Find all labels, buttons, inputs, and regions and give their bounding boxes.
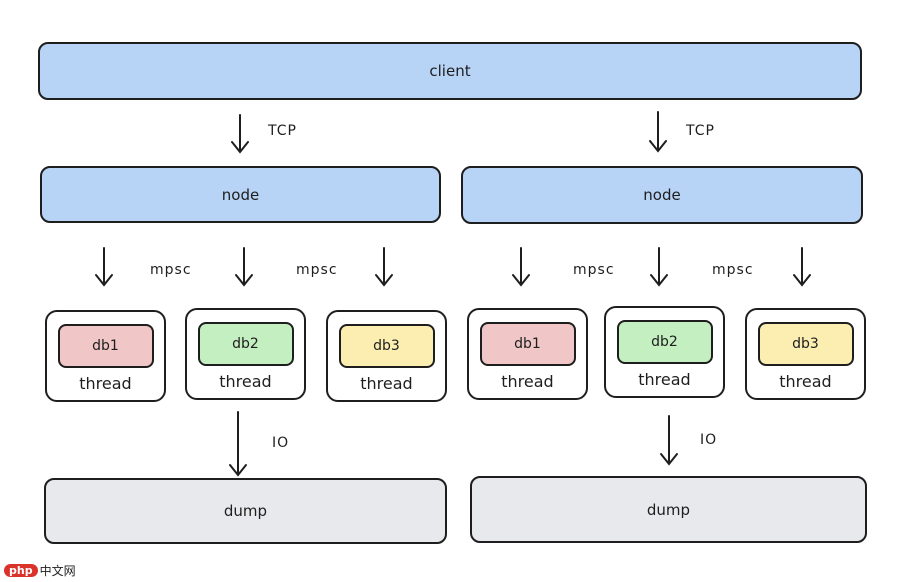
thread-label: thread: [779, 372, 832, 391]
db-label: db3: [792, 336, 819, 352]
thread-box-c2-3: db3 thread: [745, 308, 866, 400]
mpsc-arrow-c1-1: [95, 247, 113, 287]
mpsc-arrow-c2-3: [793, 247, 811, 287]
dump-box-left: dump: [44, 478, 447, 544]
tcp-arrow-right: [649, 111, 667, 153]
thread-box-c2-1: db1 thread: [467, 308, 588, 400]
dump-label-left: dump: [223, 502, 268, 520]
tcp-arrow-left: [231, 114, 249, 154]
site-name: 中文网: [39, 564, 76, 578]
thread-label: thread: [79, 374, 132, 393]
io-arrow-left: [229, 411, 247, 477]
db-label: db1: [92, 338, 119, 354]
db-box-c2-2: db2: [616, 320, 713, 364]
db-label: db1: [514, 336, 541, 352]
io-label-left: IO: [272, 435, 290, 451]
db-label: db3: [373, 338, 400, 354]
php-logo: php: [4, 564, 38, 577]
thread-label: thread: [638, 370, 691, 389]
node-box-right: node: [461, 166, 863, 224]
mpsc-label-c2-b: mpsc: [712, 262, 754, 278]
thread-label: thread: [360, 374, 413, 393]
mpsc-label-c2-a: mpsc: [573, 262, 615, 278]
mpsc-arrow-c1-2: [235, 247, 253, 287]
dump-box-right: dump: [470, 476, 867, 543]
db-label: db2: [232, 336, 259, 352]
tcp-label-left: TCP: [268, 123, 297, 139]
db-box-c2-1: db1: [479, 322, 576, 366]
thread-box-c1-3: db3 thread: [326, 310, 447, 402]
node-label-left: node: [221, 185, 260, 204]
client-box: client: [38, 42, 862, 100]
site-watermark: php 中文网: [4, 562, 76, 579]
thread-box-c1-1: db1 thread: [45, 310, 166, 402]
db-box-c1-3: db3: [338, 324, 435, 368]
thread-label: thread: [501, 372, 554, 391]
node-box-left: node: [40, 166, 441, 223]
tcp-label-right: TCP: [686, 123, 715, 139]
node-label-right: node: [643, 186, 681, 204]
db-box-c2-3: db3: [757, 322, 854, 366]
mpsc-arrow-c2-2: [650, 247, 668, 287]
dump-label-right: dump: [646, 500, 691, 519]
thread-box-c1-2: db2 thread: [185, 308, 306, 400]
client-label: client: [429, 62, 471, 80]
db-label: db2: [651, 334, 678, 350]
mpsc-label-c1-a: mpsc: [150, 262, 192, 278]
io-label-right: IO: [700, 432, 718, 448]
mpsc-arrow-c1-3: [375, 247, 393, 287]
io-arrow-right: [660, 415, 678, 466]
thread-label: thread: [219, 372, 272, 391]
mpsc-label-c1-b: mpsc: [296, 262, 338, 278]
db-box-c1-1: db1: [57, 324, 154, 368]
thread-box-c2-2: db2 thread: [604, 306, 725, 398]
db-box-c1-2: db2: [197, 322, 294, 366]
mpsc-arrow-c2-1: [512, 247, 530, 287]
